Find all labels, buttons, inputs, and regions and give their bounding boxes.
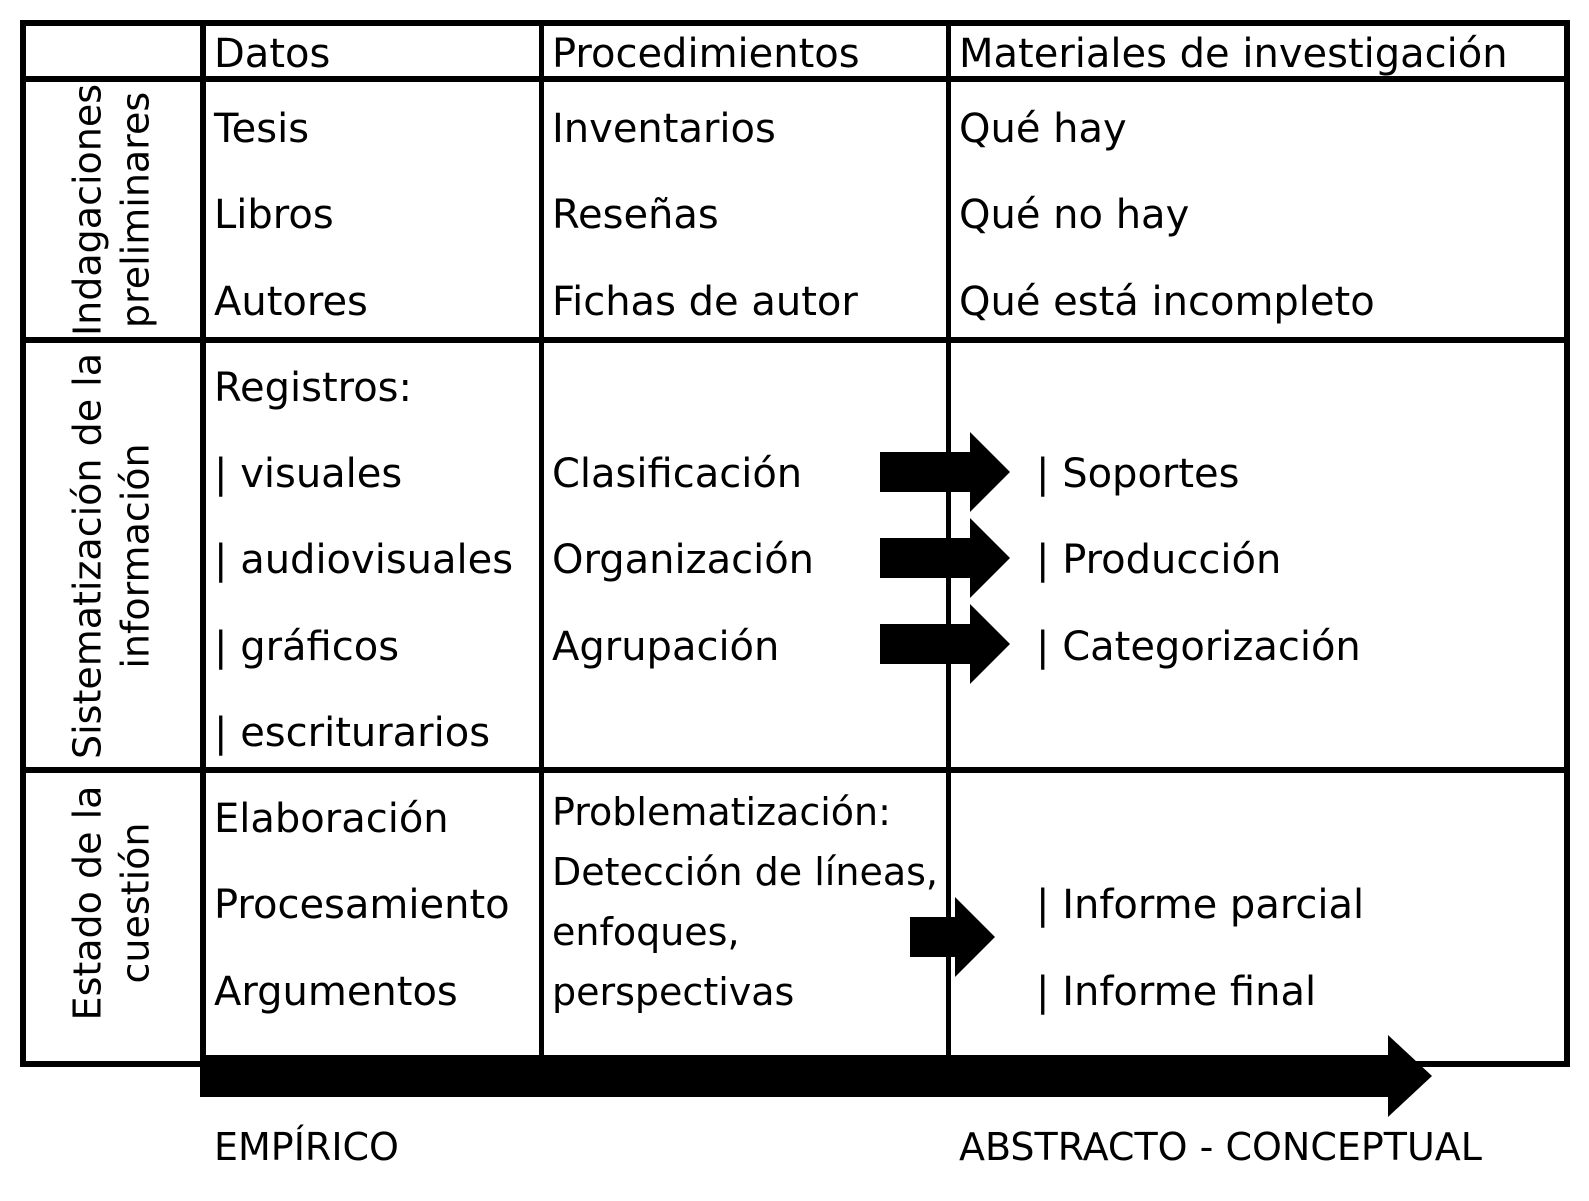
procedimiento-item: perspectivas [552,970,795,1014]
procedimiento-item: Clasificación [552,451,803,497]
row-label-estado-cuestion: Estado de la cuestión [65,786,160,1021]
procedimiento-item: Detección de líneas, [552,850,938,894]
material-item: Qué está incompleto [959,279,1375,325]
header-procedimientos: Procedimientos [552,31,860,77]
procedimiento-item: Organización [552,537,815,583]
datos-item: | visuales [214,451,403,497]
arrow-right-icon [880,432,1010,512]
header-datos: Datos [214,31,331,77]
datos-item: Procesamiento [214,882,510,928]
datos-item: Elaboración [214,796,449,842]
datos-column-divider [539,20,544,1067]
row-label-line: información [113,443,157,669]
axis-start-label: EMPÍRICO [214,1125,399,1169]
row1-divider [20,337,1570,343]
material-item: Qué hay [959,106,1127,152]
datos-item: Tesis [214,106,310,152]
procedimiento-item: Inventarios [552,106,776,152]
row-label-line: Sistematización de la [65,352,110,760]
procedimiento-item: enfoques, [552,910,740,954]
axis-arrow-icon [200,1035,1432,1117]
datos-item: Autores [214,279,368,325]
row-label-line: cuestión [113,822,157,984]
row-label-line: Estado de la [65,785,110,1021]
datos-item: Argumentos [214,969,458,1015]
arrow-right-icon [910,897,995,977]
header-materiales: Materiales de investigación [959,31,1508,77]
label-column-divider [200,20,206,1067]
arrow-right-icon [880,518,1010,598]
material-item: | Informe parcial [1036,882,1365,928]
arrow-right-icon [880,604,1010,684]
procedimiento-item: Reseñas [552,192,719,238]
datos-item: | gráficos [214,624,400,670]
row-label-indagaciones: Indagaciones preliminares [65,84,160,336]
row2-divider [20,767,1570,773]
datos-item: Libros [214,192,334,238]
material-item: | Categorización [1036,624,1361,670]
material-item: Qué no hay [959,192,1190,238]
material-item: | Producción [1036,537,1282,583]
header-divider [20,76,1570,82]
material-item: | Informe final [1036,969,1317,1015]
material-item: | Soportes [1036,451,1240,497]
row-label-line: Indagaciones [65,83,110,337]
axis-end-label: ABSTRACTO - CONCEPTUAL [959,1125,1482,1169]
datos-item: | escriturarios [214,710,491,756]
row-label-sistematizacion: Sistematización de la información [65,353,160,759]
datos-item: | audiovisuales [214,537,514,583]
procedimiento-item: Fichas de autor [552,279,858,325]
row-label-line: preliminares [113,91,157,329]
procedimiento-item: Problematización: [552,790,891,834]
procedimiento-item: Agrupación [552,624,780,670]
datos-item: Registros: [214,365,412,411]
